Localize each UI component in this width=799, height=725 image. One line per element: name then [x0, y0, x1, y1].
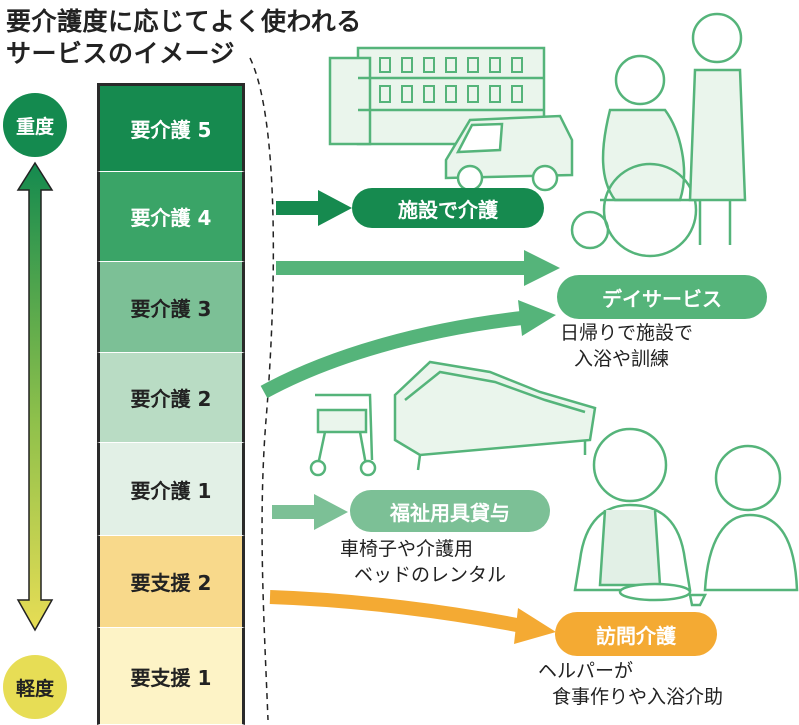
day-service-note-line2: 入浴や訓練	[574, 348, 670, 370]
care-level-2: 要介護 2	[97, 353, 245, 443]
arrow-to-day-service-from-level2	[260, 300, 556, 399]
equipment-rental-note: 車椅子や介護用 ベッドのレンタル	[340, 536, 506, 588]
wheelchair-caregiver-illustration	[570, 12, 747, 258]
severe-label-circle: 重度	[3, 93, 67, 157]
arrow-to-home-visit	[269, 590, 556, 644]
equipment-rental-note-line2: ベッドのレンタル	[354, 564, 507, 586]
diagram-title-line1: 要介護度に応じてよく使われる	[6, 7, 362, 36]
support-level-2: 要支援 2	[97, 536, 245, 628]
mild-label-circle: 軽度	[3, 655, 67, 719]
dashed-bracket	[249, 57, 275, 721]
arrow-to-equipment-rental	[272, 494, 348, 530]
day-service-note-line1: 日帰りで施設で	[560, 322, 694, 344]
care-level-5: 要介護 5	[97, 83, 245, 172]
care-facility-building-illustration	[328, 46, 546, 146]
service-home-visit-care: 訪問介護	[555, 612, 717, 656]
arrow-to-day-service-from-level4	[276, 250, 560, 286]
home-helper-illustration	[573, 427, 799, 607]
home-visit-note-line2: 食事作りや入浴介助	[552, 686, 724, 708]
diagram-title-line2: サービスのイメージ	[6, 39, 236, 68]
care-bed-walker-illustration	[309, 360, 597, 477]
care-level-1: 要介護 1	[97, 443, 245, 536]
arrow-to-facility	[276, 190, 352, 226]
support-level-1: 要支援 1	[97, 628, 245, 725]
home-visit-note-line1: ヘルパーが	[538, 660, 634, 682]
care-level-3: 要介護 3	[97, 262, 245, 353]
severity-arrow	[16, 161, 54, 632]
service-facility-care: 施設で介護	[352, 188, 544, 228]
care-level-4: 要介護 4	[97, 172, 245, 262]
service-day-service: デイサービス	[557, 275, 767, 319]
equipment-rental-note-line1: 車椅子や介護用	[340, 538, 474, 560]
day-service-note: 日帰りで施設で 入浴や訓練	[560, 320, 693, 372]
care-van-illustration	[444, 114, 574, 192]
service-equipment-rental: 福祉用具貸与	[350, 490, 550, 532]
home-visit-note: ヘルパーが 食事作りや入浴介助	[538, 658, 723, 710]
